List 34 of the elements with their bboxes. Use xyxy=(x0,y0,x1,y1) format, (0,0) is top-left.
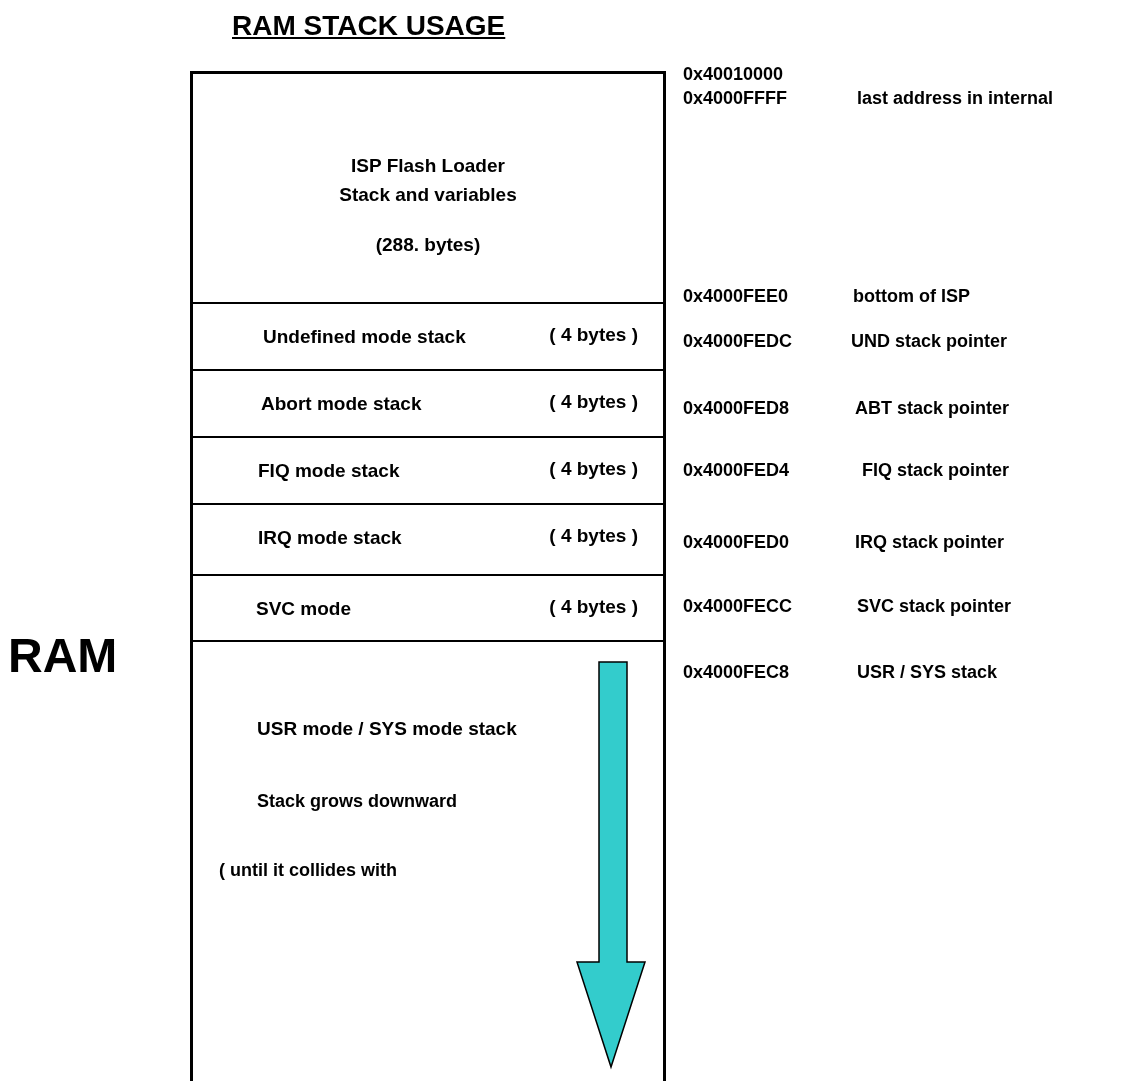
size-label: ( 4 bytes ) xyxy=(549,525,638,547)
address-label: FIQ stack pointer xyxy=(862,460,1010,481)
address-label: UND stack pointer xyxy=(851,331,1008,352)
address-note: USR / SYS stack xyxy=(857,662,998,683)
section-label: SVC mode xyxy=(256,598,352,620)
size-label: ( 4 bytes ) xyxy=(549,458,638,480)
address-note: 0x4000FEE0 xyxy=(683,286,789,307)
address-note: 0x4000FED0 xyxy=(683,532,790,553)
note-text: Stack grows downward xyxy=(257,791,458,812)
address-label: 0x40010000 xyxy=(683,64,784,85)
address-note: 0x4000FED8 xyxy=(683,398,790,419)
size-label: ( 4 bytes ) xyxy=(549,391,638,413)
section-label: ISP Flash Loader Stack and variables xyxy=(338,154,518,207)
address-label: SVC stack pointer xyxy=(857,596,1012,617)
address-note: 0x4000FFFF xyxy=(683,88,788,109)
address-note: 0x4000FED4 xyxy=(683,460,790,481)
size-label: ( 4 bytes ) xyxy=(549,324,638,346)
address-note: 0x4000FEDC xyxy=(683,331,793,352)
memory-label: RAM xyxy=(8,628,118,683)
section-label: USR mode / SYS mode stack xyxy=(257,718,517,740)
note-text: ( until it collides with xyxy=(219,860,397,881)
size-label: ( 4 bytes ) xyxy=(549,596,638,618)
title: RAM STACK USAGE xyxy=(232,10,506,42)
address-label: ABT stack pointer xyxy=(855,398,1010,419)
section-label: Abort mode stack xyxy=(261,393,422,415)
address-note: 0x4000FECC xyxy=(683,596,793,617)
section-label: IRQ mode stack xyxy=(258,527,402,549)
section-label: Undefined mode stack xyxy=(263,326,466,348)
address-label: IRQ stack pointer xyxy=(855,532,1005,553)
address-label: last address in internal xyxy=(857,88,1054,109)
section-label: FIQ mode stack xyxy=(258,460,400,482)
size-label: (288. bytes) xyxy=(374,234,482,256)
address-label: bottom of ISP xyxy=(853,286,970,307)
address-label: 0x4000FEC8 xyxy=(683,662,790,683)
